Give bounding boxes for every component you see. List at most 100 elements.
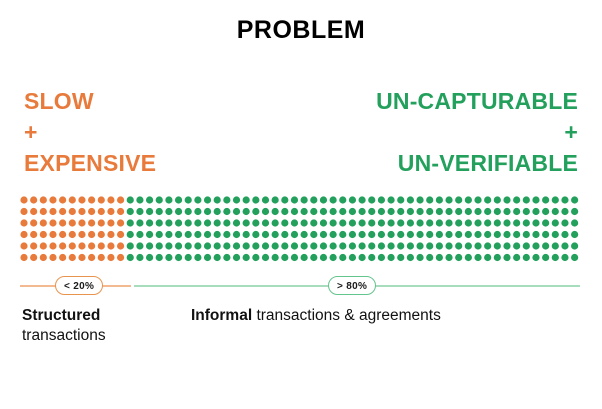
dot-informal bbox=[397, 219, 405, 227]
dot-informal bbox=[348, 242, 357, 250]
dot-informal bbox=[561, 219, 569, 227]
dot-structured bbox=[49, 253, 57, 262]
dot-informal bbox=[387, 230, 395, 239]
dot-informal bbox=[281, 230, 289, 239]
dot-structured bbox=[20, 196, 28, 204]
dot-structured bbox=[68, 196, 76, 204]
dot-informal bbox=[532, 196, 540, 204]
dot-informal bbox=[252, 230, 260, 239]
dot-informal bbox=[300, 230, 308, 239]
dot-informal bbox=[358, 196, 366, 204]
dot-informal bbox=[571, 219, 579, 227]
dot-informal bbox=[165, 230, 173, 239]
dot-informal bbox=[126, 242, 134, 250]
dot-informal bbox=[493, 230, 501, 239]
dot-informal bbox=[455, 207, 463, 216]
dot-informal bbox=[474, 253, 482, 262]
dot-informal bbox=[406, 253, 414, 262]
dot-informal bbox=[271, 207, 279, 216]
headline-right-line-1: UN-CAPTURABLE bbox=[376, 88, 578, 114]
dot-informal bbox=[397, 196, 405, 204]
dot-informal bbox=[416, 242, 424, 250]
dot-informal bbox=[358, 242, 366, 250]
dot-structured bbox=[78, 253, 86, 262]
dot-informal bbox=[474, 196, 482, 204]
dot-informal bbox=[522, 230, 530, 239]
dot-structured bbox=[30, 230, 38, 239]
dot-informal bbox=[136, 242, 144, 250]
dot-informal bbox=[213, 242, 221, 250]
dot-informal bbox=[377, 207, 386, 216]
dot-informal bbox=[203, 242, 212, 250]
caption-informal-bold: Informal bbox=[191, 307, 253, 324]
dot-informal bbox=[348, 253, 357, 262]
dot-matrix-svg bbox=[20, 196, 579, 262]
dot-informal bbox=[242, 242, 250, 250]
dot-informal bbox=[377, 196, 386, 204]
dot-informal bbox=[319, 230, 328, 239]
dot-informal bbox=[339, 230, 347, 239]
dot-informal bbox=[551, 253, 559, 262]
dot-informal bbox=[242, 207, 250, 216]
dot-structured bbox=[117, 242, 125, 250]
dot-informal bbox=[416, 207, 424, 216]
dot-informal bbox=[145, 230, 154, 239]
dot-matrix-chart bbox=[20, 196, 580, 266]
dot-structured bbox=[59, 253, 67, 262]
dot-structured bbox=[78, 196, 86, 204]
dot-informal bbox=[242, 230, 250, 239]
headline-cost-problems: SLOW + EXPENSIVE bbox=[24, 86, 156, 179]
dot-informal bbox=[194, 196, 202, 204]
dot-informal bbox=[455, 230, 463, 239]
dot-informal bbox=[329, 196, 337, 204]
dot-informal bbox=[223, 207, 231, 216]
dot-structured bbox=[39, 219, 47, 227]
dot-informal bbox=[387, 207, 395, 216]
dot-informal bbox=[416, 196, 424, 204]
dot-informal bbox=[136, 230, 144, 239]
dot-informal bbox=[377, 242, 386, 250]
dot-informal bbox=[455, 219, 463, 227]
dot-informal bbox=[281, 253, 289, 262]
dot-informal bbox=[387, 253, 395, 262]
dot-structured bbox=[59, 242, 67, 250]
dot-informal bbox=[522, 253, 530, 262]
dot-informal bbox=[561, 207, 569, 216]
dot-informal bbox=[261, 196, 270, 204]
dot-informal bbox=[223, 242, 231, 250]
dot-informal bbox=[339, 253, 347, 262]
dot-informal bbox=[203, 207, 212, 216]
dot-informal bbox=[223, 219, 231, 227]
dot-informal bbox=[310, 207, 318, 216]
dot-structured bbox=[68, 207, 76, 216]
dot-informal bbox=[406, 230, 414, 239]
dot-informal bbox=[174, 196, 183, 204]
dot-informal bbox=[571, 207, 579, 216]
caption-informal: Informal transactions & agreements bbox=[191, 306, 571, 326]
dot-informal bbox=[223, 196, 231, 204]
dot-informal bbox=[252, 253, 260, 262]
dot-informal bbox=[542, 196, 550, 204]
dot-informal bbox=[484, 242, 492, 250]
dot-informal bbox=[242, 253, 250, 262]
dot-informal bbox=[532, 207, 540, 216]
dot-informal bbox=[232, 230, 241, 239]
dot-informal bbox=[281, 207, 289, 216]
dot-structured bbox=[88, 230, 96, 239]
dot-structured bbox=[68, 253, 76, 262]
dot-informal bbox=[445, 207, 453, 216]
dot-informal bbox=[290, 253, 299, 262]
dot-informal bbox=[532, 230, 540, 239]
dot-structured bbox=[20, 207, 28, 216]
dot-informal bbox=[474, 242, 482, 250]
page-title: PROBLEM bbox=[236, 16, 366, 44]
dot-informal bbox=[348, 230, 357, 239]
dot-informal bbox=[232, 242, 241, 250]
dot-informal bbox=[329, 253, 337, 262]
dot-structured bbox=[39, 242, 47, 250]
dot-informal bbox=[397, 207, 405, 216]
dot-informal bbox=[397, 253, 405, 262]
dot-informal bbox=[165, 219, 173, 227]
dot-informal bbox=[503, 242, 511, 250]
dot-informal bbox=[561, 196, 569, 204]
